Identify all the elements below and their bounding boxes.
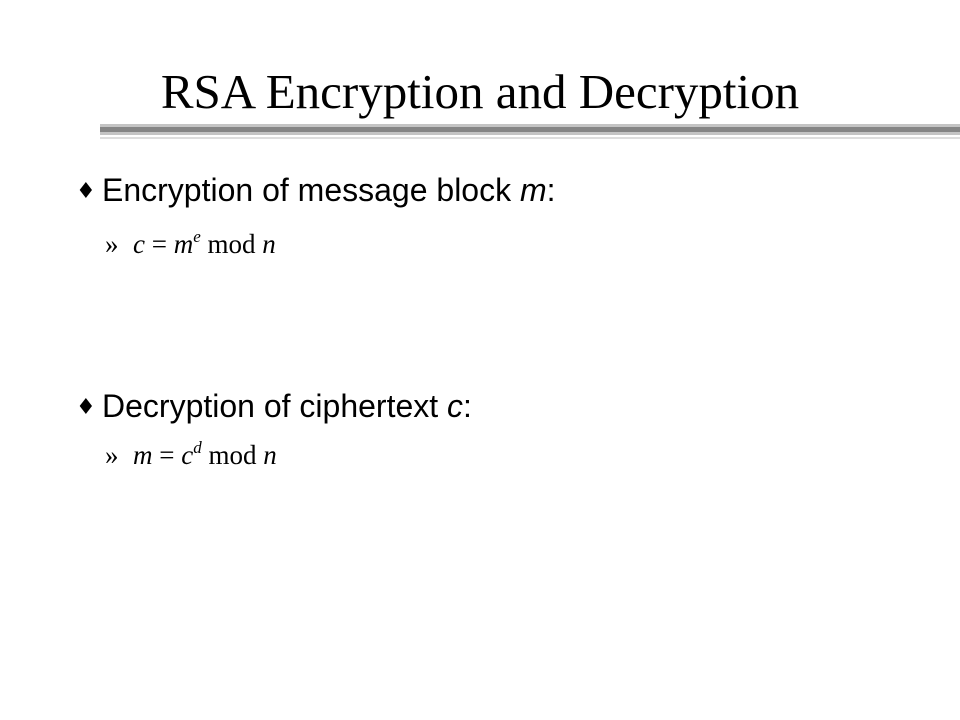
title-underline: [100, 132, 960, 135]
formula-lhs: m: [133, 440, 153, 470]
bullet-suffix: :: [463, 388, 472, 424]
bullet-encryption: ♦Encryption of message block m:: [76, 170, 556, 212]
diamond-bullet-icon: ♦: [76, 179, 96, 204]
sub-bullet-icon: »: [105, 229, 119, 259]
bullet-text: Encryption of message block: [102, 172, 520, 208]
title-underline: [100, 137, 960, 139]
bullet-text: Decryption of ciphertext: [102, 388, 448, 424]
title-underline-fade: [0, 124, 100, 139]
bullet-variable: m: [519, 172, 547, 208]
formula-equals: =: [152, 440, 182, 470]
formula-base: m: [173, 229, 194, 259]
bullet-variable: c: [447, 388, 464, 424]
formula-mod: mod: [200, 229, 263, 259]
diamond-bullet-icon: ♦: [76, 395, 96, 420]
formula-mod: mod: [201, 440, 264, 470]
decryption-formula: » m = cd mod n: [105, 438, 277, 472]
title-underline: [100, 127, 960, 132]
title-underline: [100, 124, 960, 127]
bullet-decryption: ♦Decryption of ciphertext c:: [76, 386, 472, 428]
formula-exponent: e: [193, 227, 201, 246]
formula-exponent: d: [193, 438, 202, 457]
bullet-suffix: :: [546, 172, 556, 208]
formula-modulus: n: [262, 229, 276, 259]
formula-equals: =: [144, 229, 174, 259]
slide-title: RSA Encryption and Decryption: [160, 64, 800, 119]
formula-modulus: n: [263, 440, 277, 470]
formula-base: c: [181, 440, 194, 470]
sub-bullet-icon: »: [105, 440, 119, 470]
formula-lhs: c: [133, 229, 145, 259]
encryption-formula: » c = me mod n: [105, 227, 276, 261]
